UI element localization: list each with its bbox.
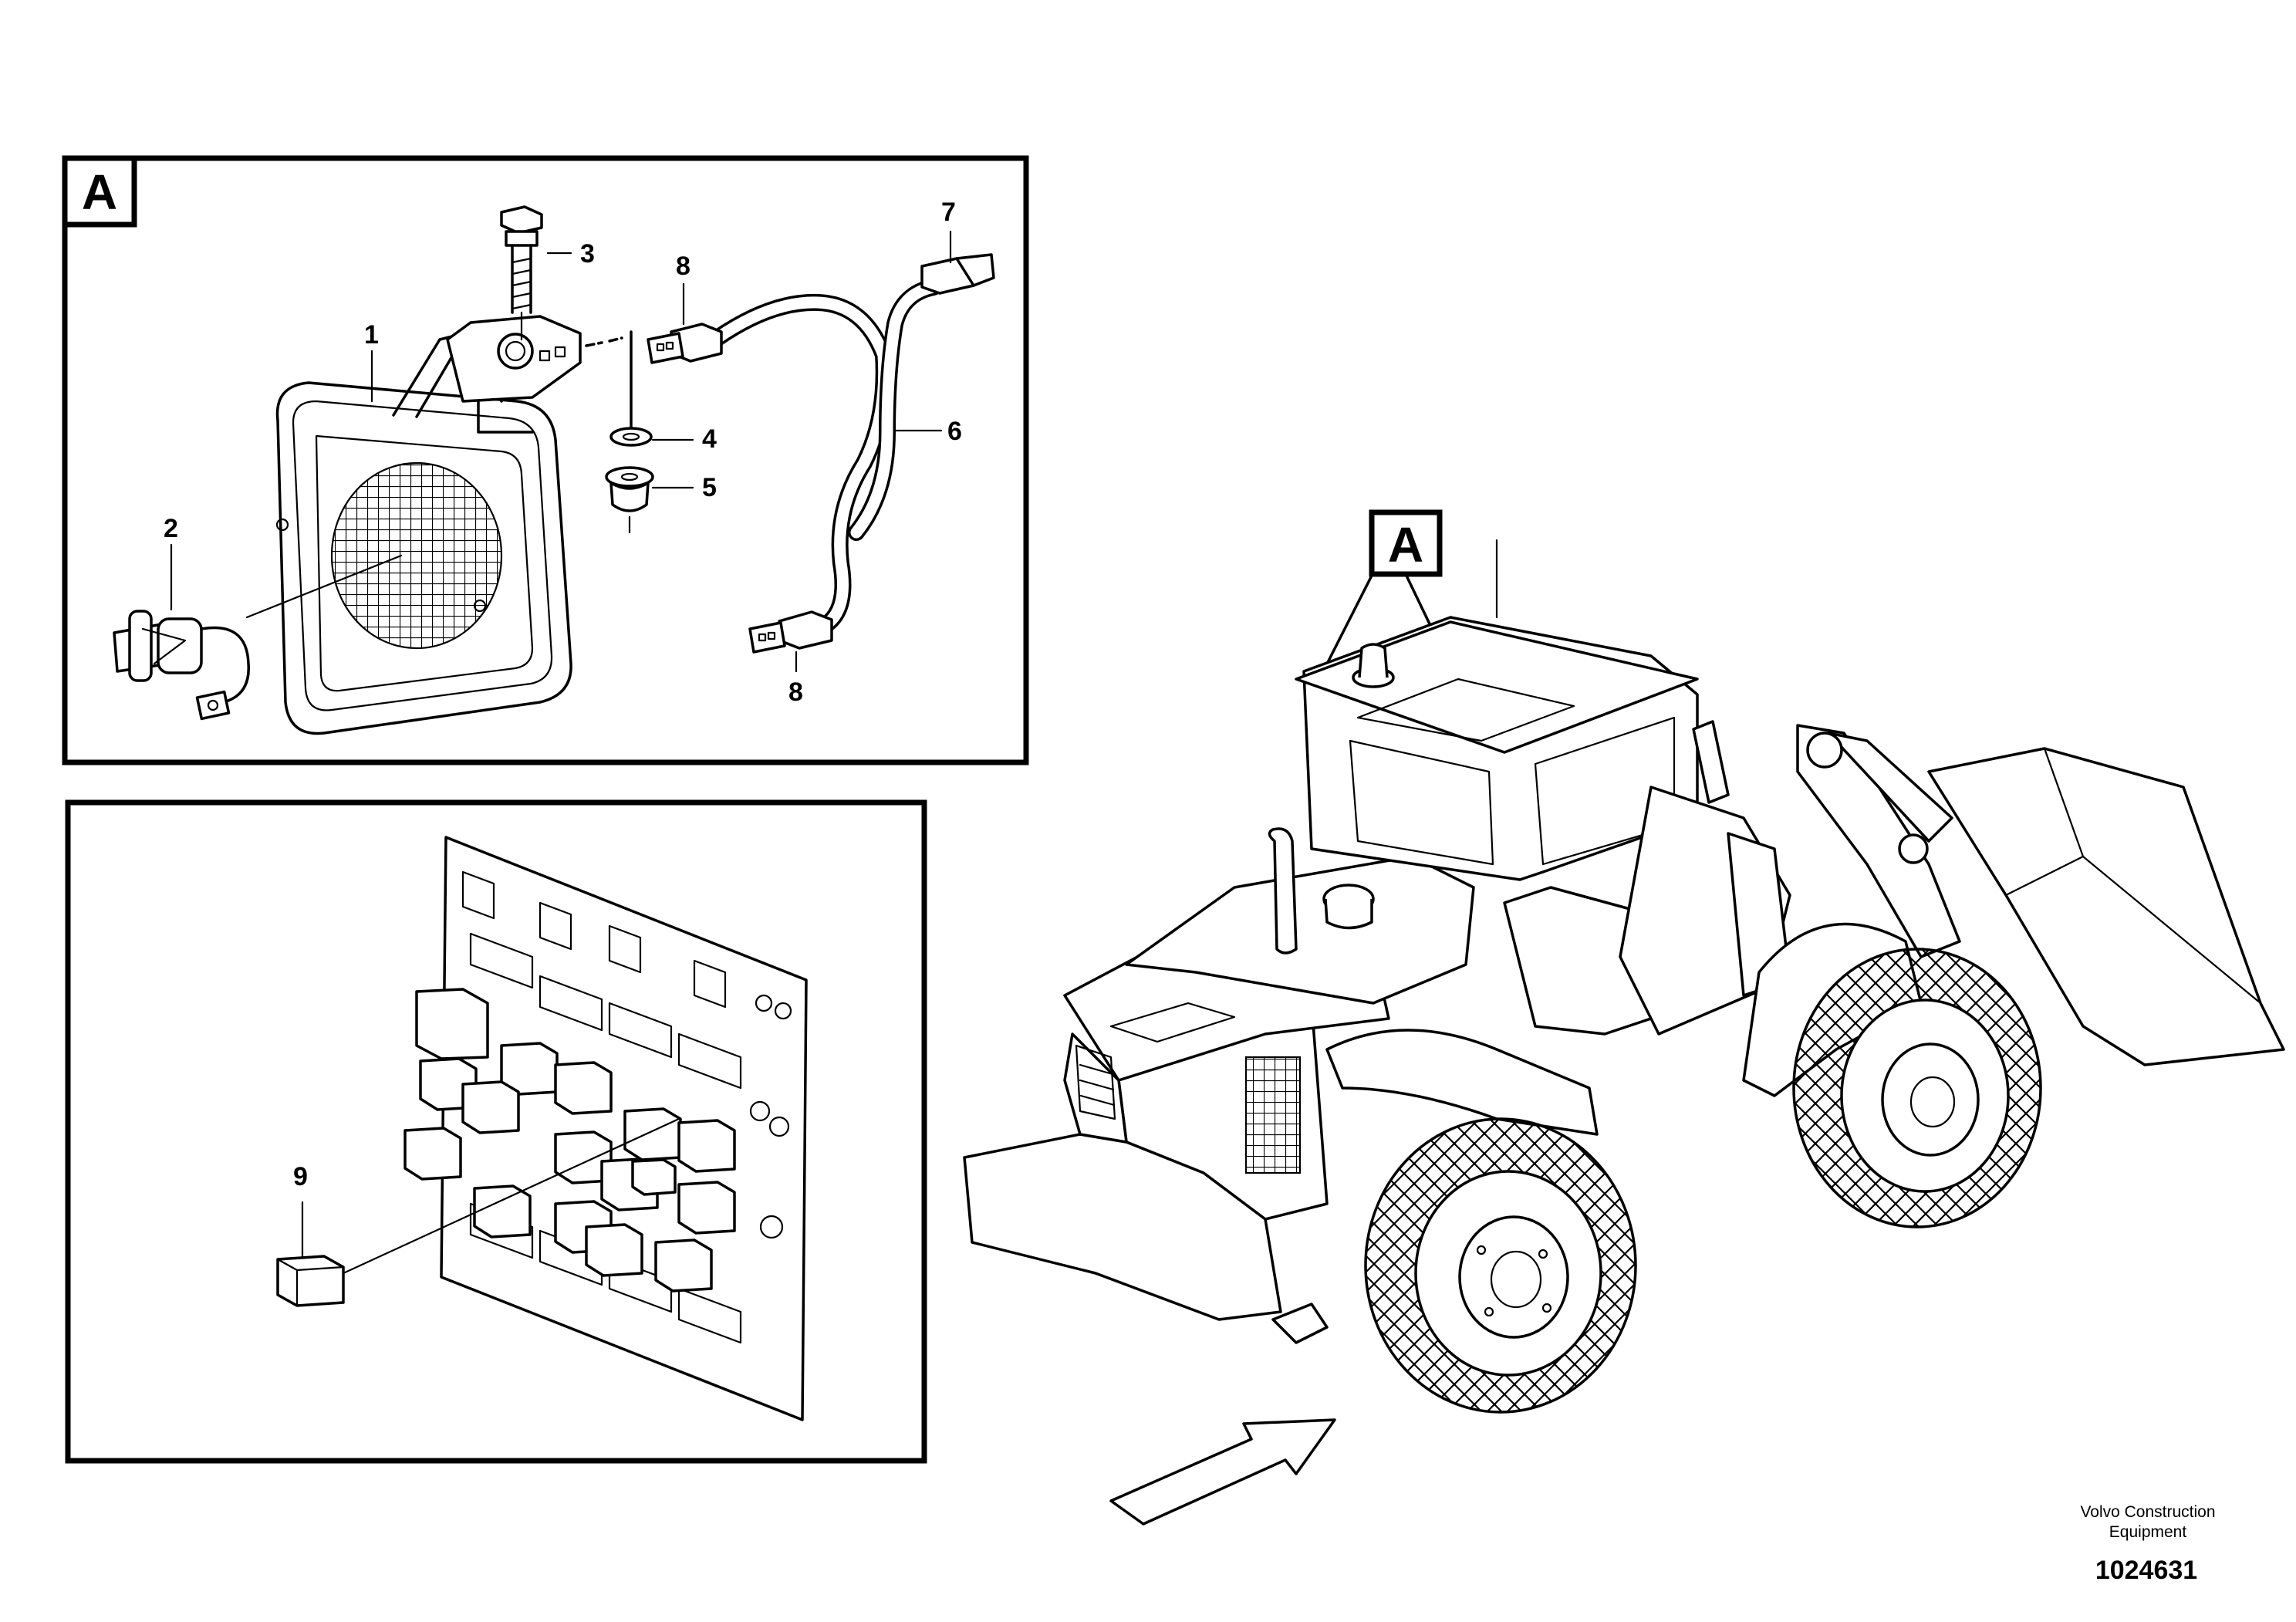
bolt: [500, 205, 572, 341]
callout-7: 7: [941, 198, 956, 227]
lamp-bulb: [113, 554, 403, 721]
nut: [605, 466, 694, 534]
publisher-credit-line2: Equipment: [2109, 1523, 2187, 1541]
washer: [585, 330, 694, 447]
circuit-board: [276, 836, 808, 1421]
work-lamp: [275, 315, 582, 735]
detail-a-panel: A: [62, 155, 1029, 765]
relay-board-panel: 9: [65, 799, 927, 1464]
callout-1: 1: [364, 320, 379, 350]
callout-4: 4: [702, 424, 717, 454]
document-number: 1024631: [2095, 1556, 2197, 1585]
callout-2: 2: [164, 514, 178, 543]
view-direction-arrow: [1109, 1418, 1336, 1526]
callout-8-lower: 8: [788, 678, 803, 707]
detail-a-label: A: [82, 164, 117, 220]
wiring-harness: [647, 230, 995, 673]
rear-wheel: [1792, 948, 2042, 1228]
publisher-credit-line1: Volvo Construction: [2080, 1503, 2215, 1521]
callout-3: 3: [580, 239, 595, 269]
callout-5: 5: [702, 473, 717, 502]
callout-9: 9: [293, 1162, 308, 1191]
wheel-loader: A: [963, 509, 2285, 1526]
front-wheel: [1364, 1117, 1637, 1414]
callout-8-upper: 8: [676, 252, 690, 281]
callout-6: 6: [947, 417, 962, 446]
detail-a-pointer-label: A: [1388, 517, 1423, 573]
